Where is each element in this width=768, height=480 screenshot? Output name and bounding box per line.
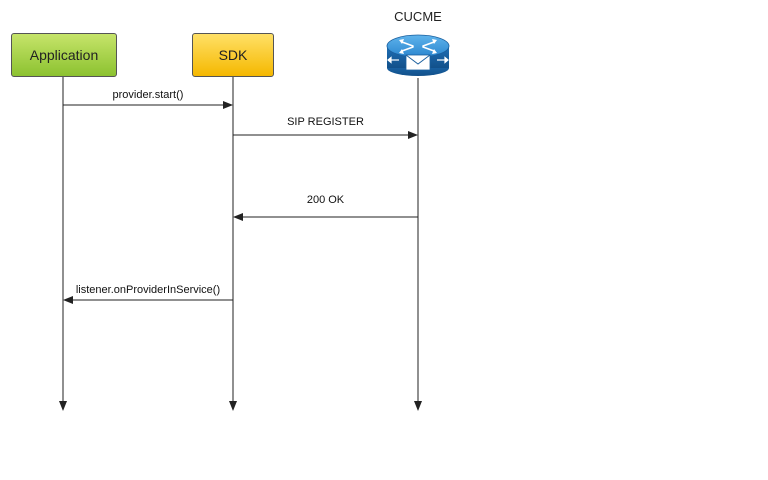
message-label-sip-register: SIP REGISTER: [287, 116, 364, 128]
message-label-provider-start: provider.start(): [112, 89, 184, 101]
message-label-200-ok: 200 OK: [306, 194, 345, 206]
participant-sdk-label: SDK: [218, 47, 248, 63]
participant-application-label: Application: [29, 47, 99, 63]
participant-cucme-label: CUCME: [394, 9, 442, 24]
participant-application: Application: [11, 33, 117, 77]
participant-sdk: SDK: [192, 33, 274, 77]
router-icon: [386, 34, 450, 76]
message-label-on-provider-in-service: listener.onProviderInService(): [75, 284, 221, 296]
